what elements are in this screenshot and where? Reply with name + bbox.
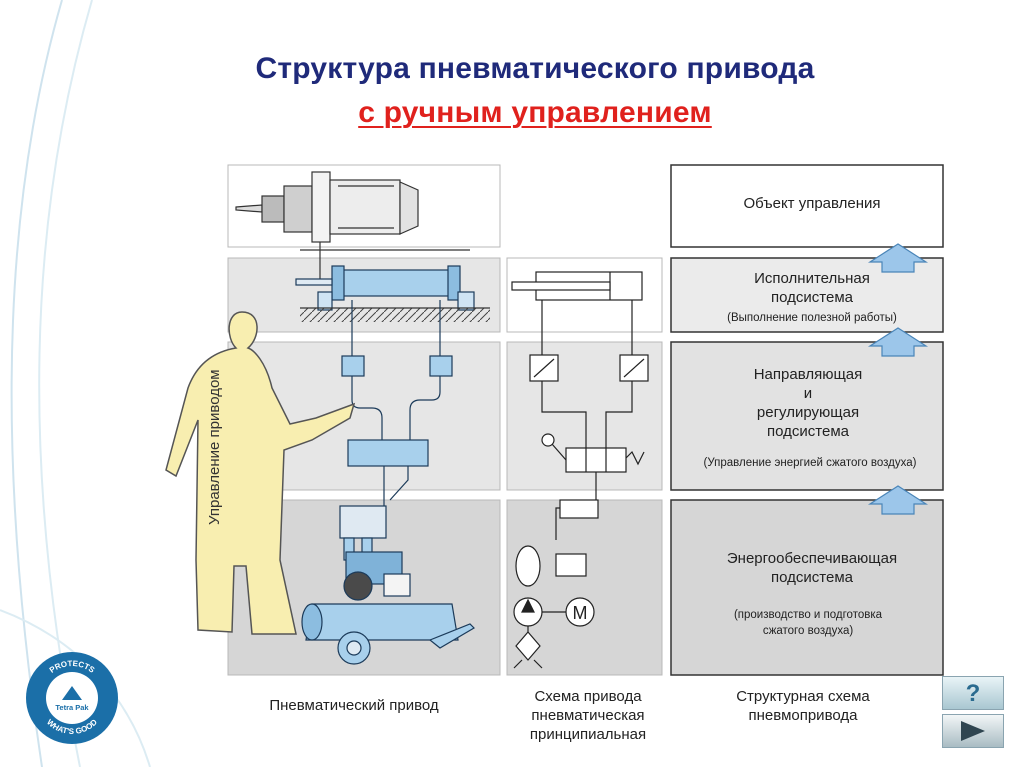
motor-symbol: M	[573, 603, 588, 623]
compressor-illustration	[301, 505, 475, 665]
block-directing-l2: и	[804, 385, 812, 402]
operator-figure: Управление приводом	[165, 311, 356, 635]
svg-text:Tetra Pak: Tetra Pak	[55, 703, 89, 712]
block-control-object: Объект управления	[743, 195, 880, 212]
block-directing-l4: подсистема	[767, 423, 850, 440]
block-directing-note: (Управление энергией сжатого воздуха)	[704, 457, 917, 469]
pneumatic-cylinder-illustration	[295, 265, 490, 322]
block-directing-l1: Направляющая	[754, 366, 863, 383]
drive-panels	[227, 164, 663, 676]
block-energy-l2: подсистема	[771, 569, 854, 586]
block-energy-l1: Энергообеспечивающая	[727, 550, 897, 567]
block-executive-subtitle: подсистема	[771, 289, 854, 306]
up-arrow	[867, 243, 929, 273]
structure-blocks	[670, 164, 944, 676]
block-energy-note-l2: сжатого воздуха)	[763, 625, 854, 637]
caption-schematic-l3: принципиальная	[530, 726, 646, 743]
block-executive-title: Исполнительная	[754, 270, 870, 287]
caption-schematic-l1: Схема привода	[534, 688, 642, 705]
block-executive-note: (Выполнение полезной работы)	[727, 312, 897, 324]
schematic-illustration	[511, 271, 649, 669]
caption-schematic-l2: пневматическая	[531, 707, 644, 724]
next-slide-button[interactable]	[942, 714, 1004, 748]
caption-structural-l2: пневмопривода	[749, 707, 859, 724]
up-arrow	[867, 327, 929, 357]
up-arrow	[867, 485, 929, 515]
help-button[interactable]: ?	[942, 676, 1004, 710]
caption-pneumatic-drive: Пневматический привод	[269, 697, 439, 714]
block-directing-l3: регулирующая	[757, 404, 859, 421]
slide-title: Структура пневматического привода	[255, 52, 815, 85]
block-energy-note-l1: (производство и подготовка	[734, 609, 883, 621]
play-next-icon	[961, 721, 985, 741]
valves-illustration	[341, 300, 453, 515]
slide-subtitle: с ручным управлением	[358, 96, 712, 129]
flow-arrows	[867, 243, 929, 515]
tetra-pak-logo: PROTECTS WHAT'S GOOD Tetra Pak	[26, 652, 118, 744]
drill-motor-illustration	[235, 171, 470, 282]
operator-label: Управление приводом	[206, 369, 223, 525]
caption-structural-l1: Структурная схема	[736, 688, 870, 705]
help-icon: ?	[965, 680, 981, 707]
